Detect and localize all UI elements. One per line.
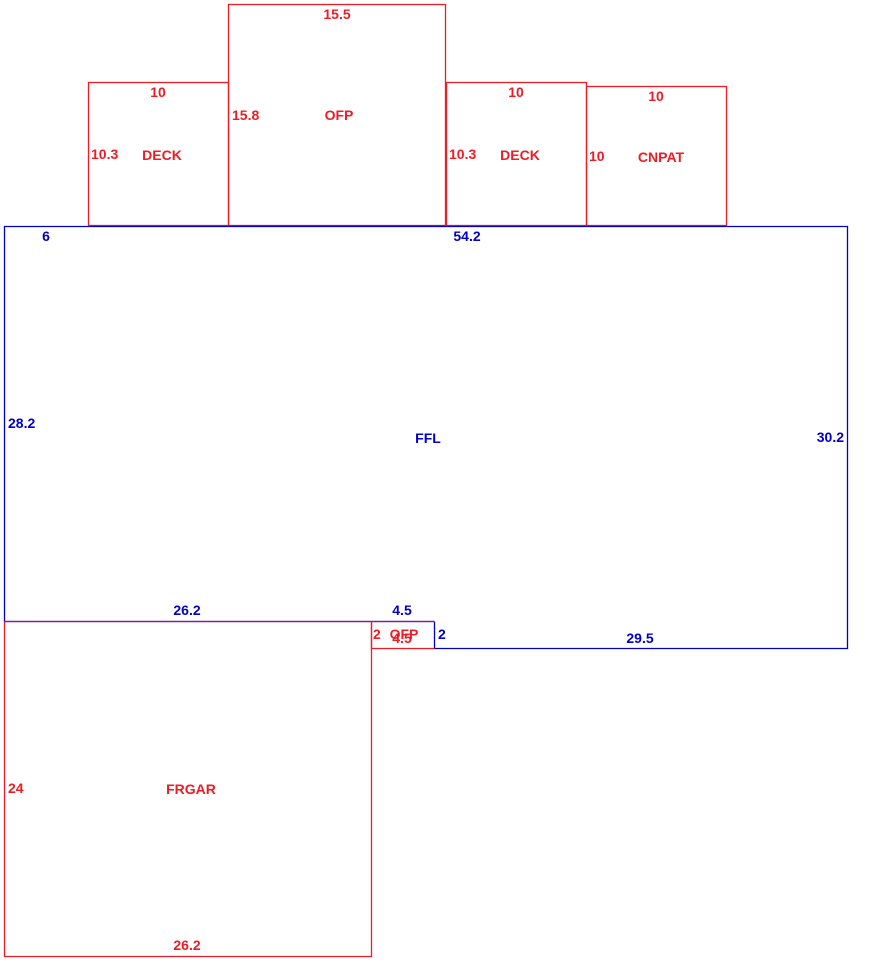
ofp-small-overlap-label: 4.5 (392, 630, 412, 646)
deck-left-depth: 10.3 (91, 146, 118, 162)
frgar-left-depth: 24 (8, 780, 24, 796)
ofp-top-label: OFP (325, 107, 354, 123)
ffl-bottom-right-width: 29.5 (626, 630, 653, 646)
ffl-top-width: 54.2 (453, 228, 480, 244)
ffl-label: FFL (415, 430, 441, 446)
cnpat-label: CNPAT (638, 149, 685, 165)
ffl-bottom-left-width: 26.2 (173, 602, 200, 618)
cnpat-width: 10 (648, 88, 664, 104)
deck-left-label: DECK (142, 147, 182, 163)
deck-right-label: DECK (500, 147, 540, 163)
ofp-top-depth: 15.8 (232, 107, 259, 123)
ofp-small-depth: 2 (373, 626, 381, 642)
ffl-bottom-mid-width: 4.5 (392, 602, 412, 618)
frgar-label: FRGAR (166, 781, 216, 797)
ofp-small-label: OFP (390, 626, 419, 642)
ffl-right-depth: 30.2 (817, 429, 844, 445)
frgar-outline (3, 621, 373, 958)
ffl-top-left-segment: 6 (42, 228, 50, 244)
frgar-bottom-width: 26.2 (173, 937, 200, 953)
deck-right-width: 10 (508, 84, 524, 100)
cnpat-depth: 10 (589, 148, 605, 164)
deck-right-depth: 10.3 (449, 146, 476, 162)
ffl-step-depth: 2 (438, 626, 446, 642)
cnpat-outline (585, 85, 728, 227)
ffl-left-depth: 28.2 (8, 415, 35, 431)
ofp-top-width: 15.5 (323, 6, 350, 22)
deck-left-width: 10 (150, 84, 166, 100)
ffl-outline (3, 225, 849, 650)
